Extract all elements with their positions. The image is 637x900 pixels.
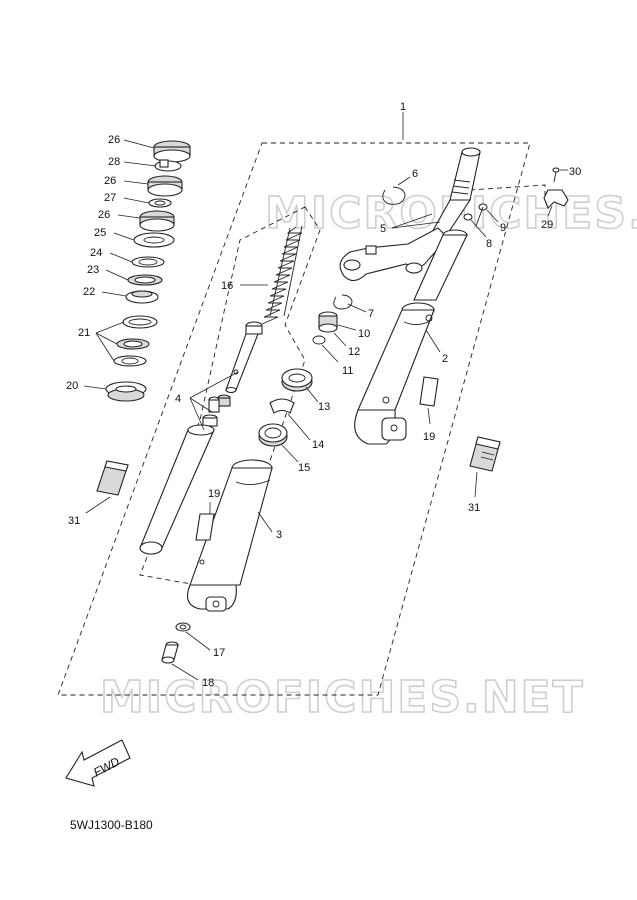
callout-11: 11 — [342, 365, 353, 377]
callout-8: 8 — [486, 238, 492, 250]
fork-right — [354, 229, 468, 445]
callout-22: 22 — [83, 286, 95, 298]
oil-seal — [281, 368, 313, 392]
callout-18: 18 — [202, 677, 214, 689]
callout-21: 21 — [78, 327, 90, 339]
drain-bolt — [161, 641, 179, 664]
fwd-arrow: FWD — [65, 739, 131, 787]
callout-16: 16 — [221, 280, 233, 292]
callout-2: 2 — [442, 353, 448, 365]
callout-9: 9 — [500, 222, 506, 234]
callout-17: 17 — [213, 647, 225, 659]
callout-26-c: 26 — [98, 209, 110, 221]
callout-20: 20 — [66, 380, 78, 392]
callout-30: 30 — [569, 166, 581, 178]
callout-25: 25 — [94, 227, 106, 239]
callout-7: 7 — [368, 308, 374, 320]
callout-31-left: 31 — [68, 515, 80, 527]
callout-4: 4 — [175, 393, 181, 405]
callout-27: 27 — [104, 192, 116, 204]
callout-15: 15 — [298, 462, 310, 474]
watermark-bottom: MICROFICHES.NET — [100, 672, 585, 723]
callout-26-a: 26 — [108, 134, 120, 146]
callout-19-left: 19 — [208, 488, 220, 500]
retaining-clip — [269, 398, 295, 414]
callout-13: 13 — [318, 401, 330, 413]
label-left — [195, 513, 215, 541]
callout-3: 3 — [276, 529, 282, 541]
circlip-lower — [333, 294, 353, 310]
inner-group-boundary — [139, 206, 321, 591]
fork-small-parts — [202, 394, 231, 427]
bolt-washer — [463, 203, 488, 227]
callout-19-right: 19 — [423, 431, 435, 443]
fork-bracket — [339, 227, 449, 282]
callout-14: 14 — [312, 439, 324, 451]
callout-10: 10 — [358, 328, 370, 340]
label-right — [419, 376, 439, 407]
outer-tube-left — [187, 459, 273, 612]
callout-1: 1 — [400, 101, 406, 113]
callout-24: 24 — [90, 247, 102, 259]
sticker-right — [469, 436, 501, 472]
cable-guide — [543, 167, 569, 209]
callout-5: 5 — [380, 223, 386, 235]
inner-tube — [139, 424, 215, 555]
callout-29: 29 — [541, 219, 553, 231]
callout-6: 6 — [412, 168, 418, 180]
assembly-boundary — [57, 142, 531, 696]
steering-stack — [105, 140, 191, 402]
callout-26-b: 26 — [104, 175, 116, 187]
callout-12: 12 — [348, 346, 360, 358]
fork-spring — [261, 225, 303, 325]
fork-cap — [318, 311, 338, 333]
sticker-left — [96, 460, 129, 496]
drain-washer — [175, 622, 191, 632]
callout-28: 28 — [108, 156, 120, 168]
o-ring — [312, 335, 326, 345]
callout-23: 23 — [87, 264, 99, 276]
dust-seal — [258, 423, 288, 447]
callout-31-right: 31 — [468, 502, 480, 514]
damper-rod — [225, 321, 263, 394]
circlip-top — [382, 186, 406, 205]
diagram-code: 5WJ1300-B180 — [70, 818, 153, 832]
